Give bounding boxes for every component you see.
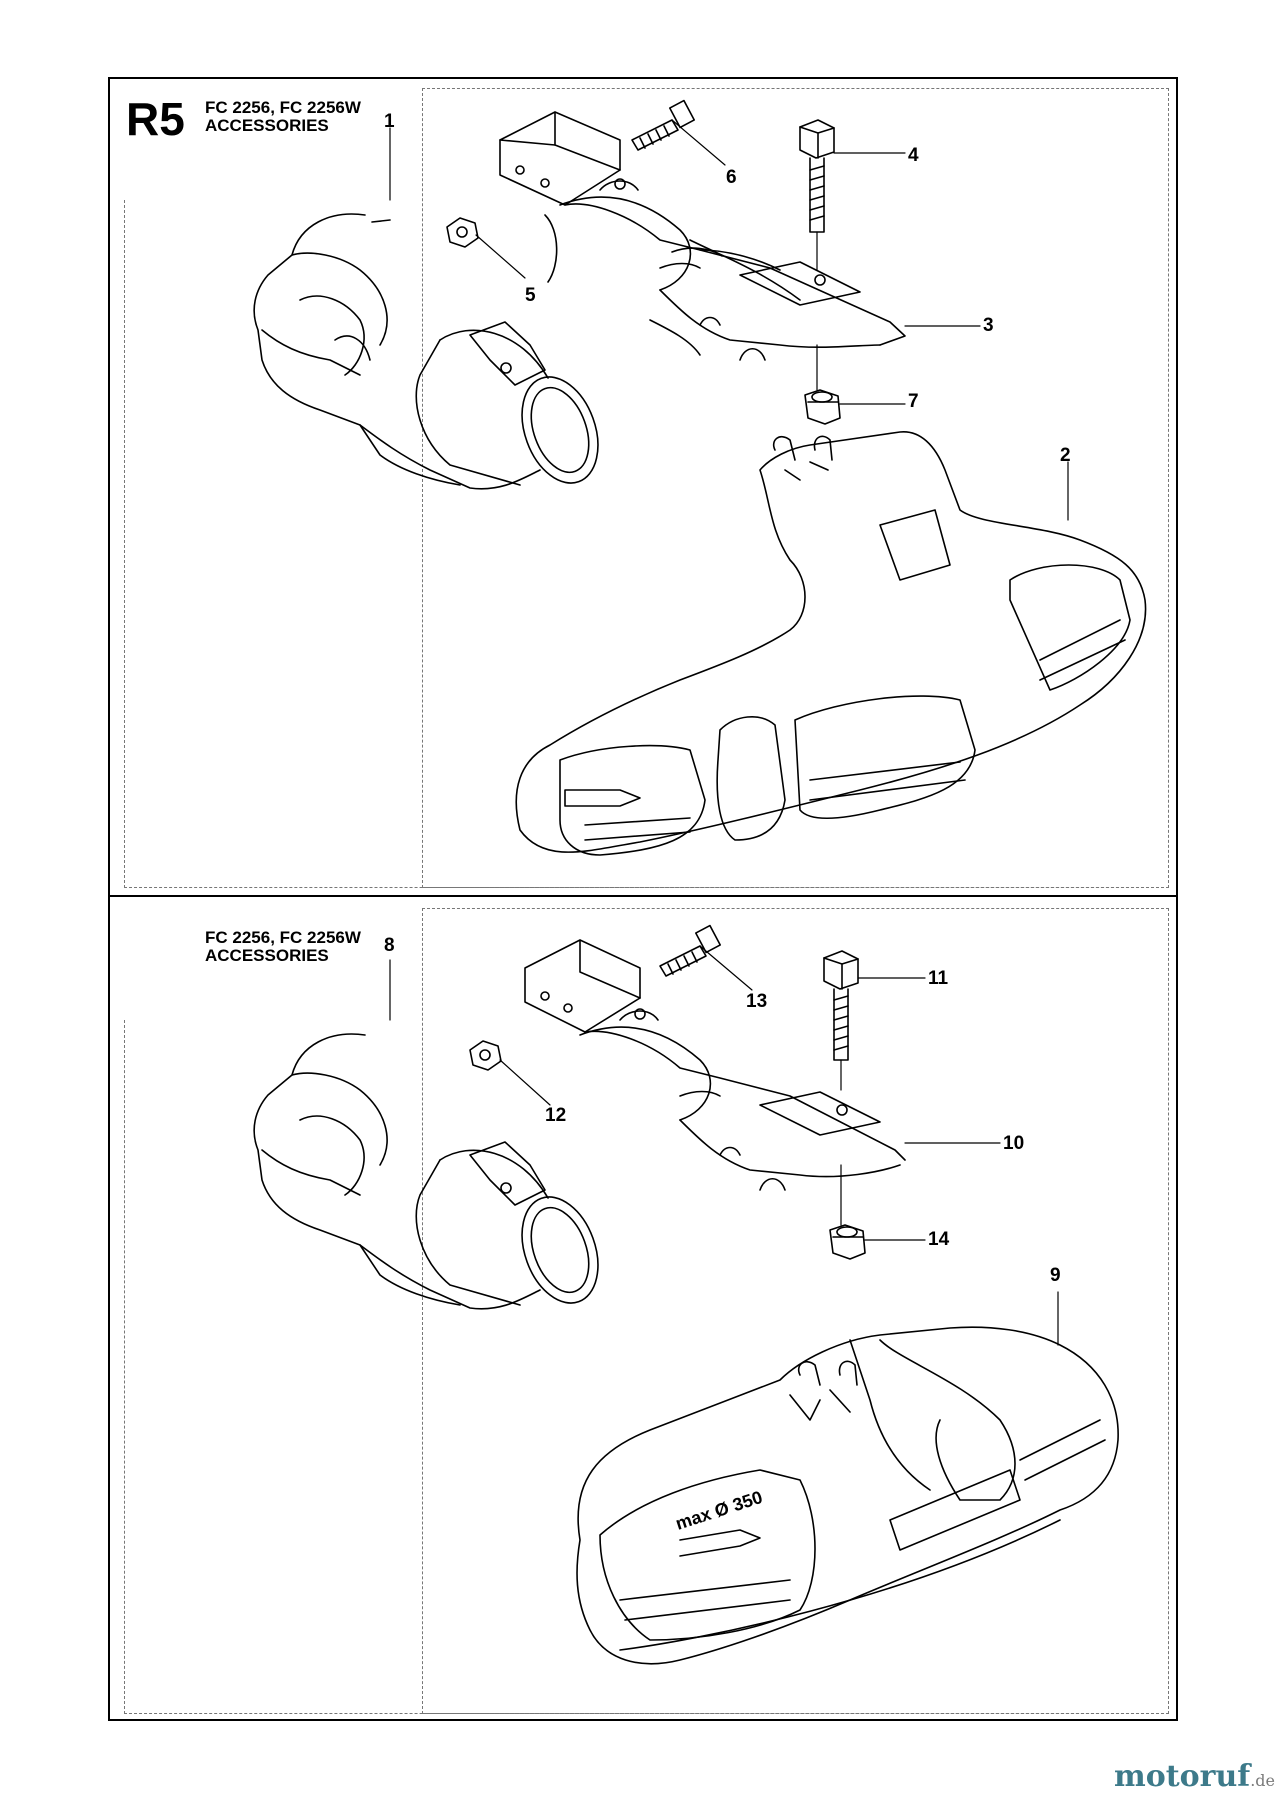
bottom-guard-9: max Ø 350 bbox=[576, 1326, 1119, 1665]
top-guard-2 bbox=[515, 431, 1147, 856]
bottom-assembly-outline-upper bbox=[422, 908, 1169, 1714]
callout-14: 14 bbox=[928, 1229, 950, 1250]
top-assembly-outline-upper bbox=[422, 88, 1169, 888]
callout-9: 9 bbox=[1050, 1265, 1061, 1286]
callout-7: 7 bbox=[908, 391, 919, 412]
callout-1: 1 bbox=[384, 111, 395, 132]
callout-5: 5 bbox=[525, 285, 536, 306]
watermark-name: motoruf bbox=[1114, 1759, 1251, 1794]
callout-10: 10 bbox=[1003, 1133, 1025, 1154]
bottom-clamp-illustration bbox=[524, 939, 906, 1191]
callout-2: 2 bbox=[1060, 445, 1071, 466]
bottom-section-title: ACCESSORIES bbox=[205, 946, 329, 965]
bottom-nut-14 bbox=[829, 1224, 866, 1260]
watermark-tld: .de bbox=[1250, 1771, 1275, 1790]
guard-max-text: max Ø 350 bbox=[673, 1487, 765, 1534]
callout-4: 4 bbox=[908, 145, 919, 166]
top-nut-7 bbox=[804, 389, 841, 425]
callout-8: 8 bbox=[384, 935, 395, 956]
bottom-panel-frame bbox=[108, 895, 1178, 1721]
top-section-title: ACCESSORIES bbox=[205, 116, 329, 135]
top-clamp-illustration bbox=[499, 111, 906, 361]
top-screw-4 bbox=[799, 119, 835, 233]
top-leader-lines bbox=[389, 119, 1069, 521]
top-gearhead-illustration bbox=[253, 213, 599, 490]
bottom-nut-12 bbox=[469, 1040, 502, 1071]
callout-11: 11 bbox=[928, 968, 949, 989]
bottom-models-title: FC 2256, FC 2256W bbox=[205, 928, 361, 947]
top-bolt-6 bbox=[631, 99, 696, 151]
bottom-screw-11 bbox=[823, 950, 859, 1061]
top-nut-5 bbox=[446, 217, 479, 248]
site-watermark: motoruf.de bbox=[1114, 1759, 1275, 1794]
top-models-title: FC 2256, FC 2256W bbox=[205, 98, 361, 117]
bottom-leader-lines bbox=[389, 945, 1059, 1346]
callout-3: 3 bbox=[983, 315, 994, 336]
callout-13: 13 bbox=[746, 991, 768, 1012]
callout-6: 6 bbox=[726, 167, 737, 188]
callout-12: 12 bbox=[545, 1105, 567, 1126]
bottom-gearhead-illustration bbox=[253, 1033, 599, 1310]
section-code: R5 bbox=[126, 93, 185, 145]
bottom-bolt-13 bbox=[659, 924, 722, 977]
